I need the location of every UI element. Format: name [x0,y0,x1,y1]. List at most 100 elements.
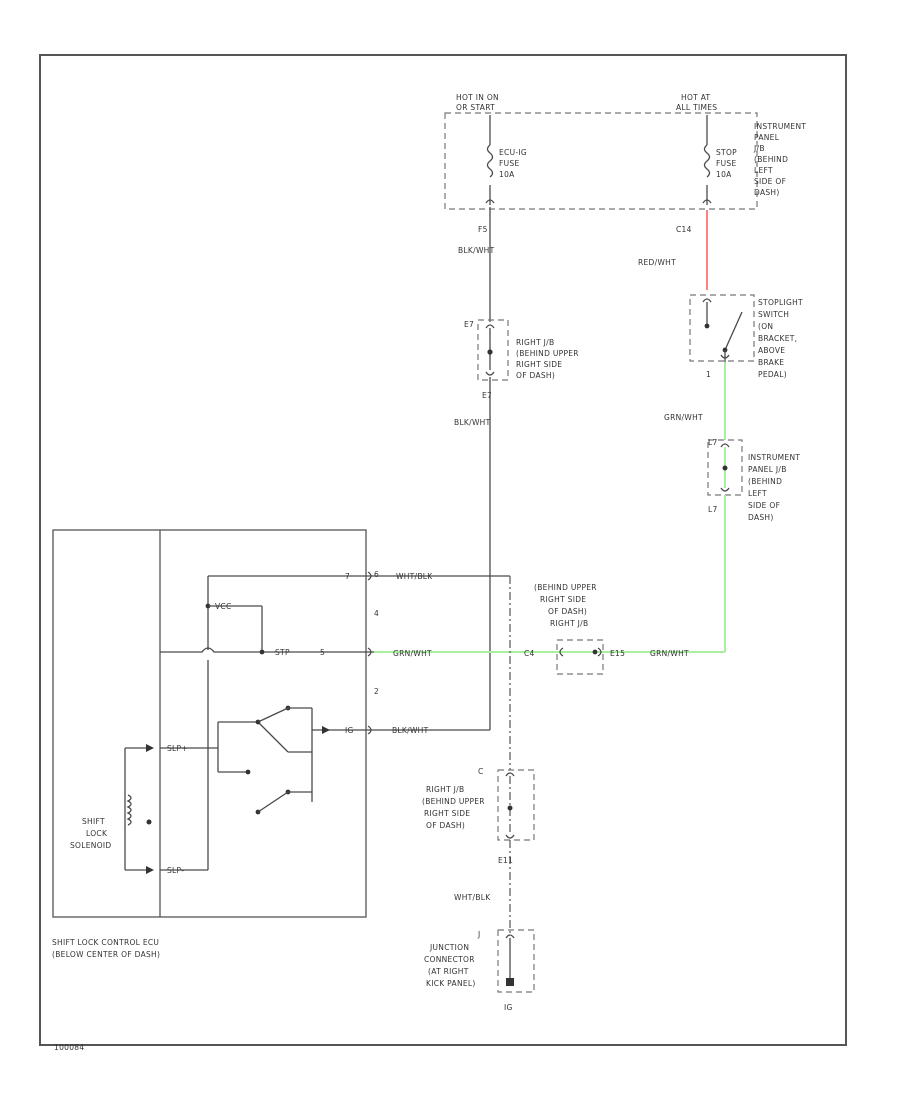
stoplight-switch-label-1: STOPLIGHT [758,298,803,307]
term-ig-label: IG [345,726,354,735]
pin-e15-label: E15 [610,649,625,658]
pin-j-label: J [477,930,481,939]
right-jb-1-pin-label: E7 [464,320,474,329]
ecu-pin-4-label: 4 [374,609,379,618]
shift-lock-ecu-label-1: SHIFT LOCK CONTROL ECU [52,938,159,947]
figure-id: 100084 [54,1043,84,1052]
shift-lock-solenoid-label-1: SHIFT [82,817,105,826]
right-jb-3-label-1: RIGHT J/B [426,785,464,794]
ecu-ig-fuse-label-1: ECU-IG [499,148,527,157]
right-jb-2-box [556,639,604,675]
ip-jb-mid-label-4: LEFT [748,489,767,498]
ecu-pin-7-label: 7 [345,572,350,581]
ip-jb-top-label-4: (BEHIND [754,155,788,164]
ip-jb-top-label-2: PANEL [754,133,780,142]
ip-jb-mid-label-2: PANEL J/B [748,465,787,474]
pin-f5-label: F5 [478,225,488,234]
right-jb-1-label-4: OF DASH) [516,371,555,380]
pin-c14-label: C14 [676,225,692,234]
right-jb-1-label-1: RIGHT J/B [516,338,554,347]
stoplight-switch-label-7: PEDAL) [758,370,787,379]
right-jb-3-label-2: (BEHIND UPPER [422,797,485,806]
relay-contact-1 [257,707,289,723]
ground-label: IG [504,1003,513,1012]
pin-c-label: C [478,767,484,776]
right-jb-2-label-2: RIGHT SIDE [540,595,586,604]
stoplight-switch-contact [724,311,743,351]
hot-on-label-1: HOT IN ON [456,93,499,102]
right-jb-1-label-3: RIGHT SIDE [516,360,562,369]
ip-jb-top-label-6: SIDE OF [754,177,786,186]
junction-connector-terminal [506,978,514,986]
wire-blk-wht-label-2: BLK/WHT [454,418,491,427]
hot-at-all-label-1: HOT AT [681,93,711,102]
right-jb-1-label-2: (BEHIND UPPER [516,349,579,358]
shift-lock-solenoid-label-2: LOCK [86,829,108,838]
ecu-pin-6-label: 6 [374,570,379,579]
pin-c4-label: C4 [524,649,535,658]
right-jb-2-label-1: (BEHIND UPPER [534,583,597,592]
wire-grn-wht-label-3: GRN/WHT [393,649,432,658]
stoplight-switch-label-2: SWITCH [758,310,789,319]
wire-blk-wht-label-1: BLK/WHT [458,246,495,255]
ip-jb-mid-label-5: SIDE OF [748,501,780,510]
stop-fuse-label-3: 10A [716,170,732,179]
hot-at-all-label-2: ALL TIMES [676,103,717,112]
stoplight-switch-label-5: ABOVE [758,346,785,355]
wire-red-wht-label: RED/WHT [638,258,676,267]
wire-grn-wht-label-1: GRN/WHT [664,413,703,422]
diagram-frame [39,54,847,1046]
pin-l7-label: L7 [708,505,718,514]
ip-jb-mid-junction [722,465,728,471]
pin-1-label: 1 [706,370,711,379]
instrument-panel-jb-fuse-box [444,112,758,210]
wire-wht-blk-label-2: WHT/BLK [454,893,491,902]
right-jb-2-label-3: OF DASH) [548,607,587,616]
right-jb-3-label-4: OF DASH) [426,821,465,830]
ecu-pin-2-label: 2 [374,687,379,696]
right-jb-3-junction [507,805,513,811]
ecu-ig-fuse-label-3: 10A [499,170,515,179]
ip-jb-mid-label-3: (BEHIND [748,477,782,486]
right-jb-3-label-3: RIGHT SIDE [424,809,470,818]
ip-jb-mid-pin-label: L7 [708,438,718,447]
pin-e11-label: E11 [498,856,513,865]
wire-grn-wht-label-2: GRN/WHT [650,649,689,658]
ip-jb-mid-label-1: INSTRUMENT [748,453,800,462]
wire-wht-blk-label-1: WHT/BLK [396,572,433,581]
ip-jb-top-label-5: LEFT [754,166,773,175]
right-jb-2-label-4: RIGHT J/B [550,619,588,628]
stop-fuse-label-1: STOP [716,148,737,157]
stoplight-switch-label-4: BRACKET, [758,334,797,343]
ip-jb-top-label-7: DASH) [754,188,780,197]
junction-connector-label-3: (AT RIGHT [428,967,469,976]
shift-lock-ecu-label-2: (BELOW CENTER OF DASH) [52,950,160,959]
junction-connector-box [497,929,535,993]
shift-lock-solenoid-label-3: SOLENOID [70,841,111,850]
junction-connector-label-1: JUNCTION [429,943,469,952]
ecu-pin-5-label: 5 [320,648,325,657]
shift-lock-solenoid-coil [126,794,132,826]
right-jb-1-junction [487,349,493,355]
ecu-ig-fuse-symbol [486,144,494,178]
term-vcc-label: VCC [215,602,232,611]
junction-connector-label-2: CONNECTOR [424,955,475,964]
pin-e7-label: E7 [482,391,492,400]
hot-on-label-2: OR START [456,103,495,112]
wire-blk-wht-label-3: BLK/WHT [392,726,429,735]
right-jb-3-box [497,769,535,841]
ecu-ig-fuse-label-2: FUSE [499,159,520,168]
shift-lock-ecu-box [52,529,367,918]
junction-connector-label-4: KICK PANEL) [426,979,476,988]
stoplight-switch-label-3: (ON [758,322,773,331]
stop-fuse-label-2: FUSE [716,159,737,168]
ip-jb-top-label-3: J/B [753,144,765,153]
ip-jb-mid-label-6: DASH) [748,513,774,522]
term-stp-label: STP [275,648,290,657]
stoplight-switch-label-6: BRAKE [758,358,784,367]
stoplight-switch-box [689,294,755,362]
term-slp-plus-label: SLP+ [167,744,188,753]
relay-contact-2 [257,791,289,813]
ip-jb-top-label-1: INSTRUMENT [754,122,806,131]
